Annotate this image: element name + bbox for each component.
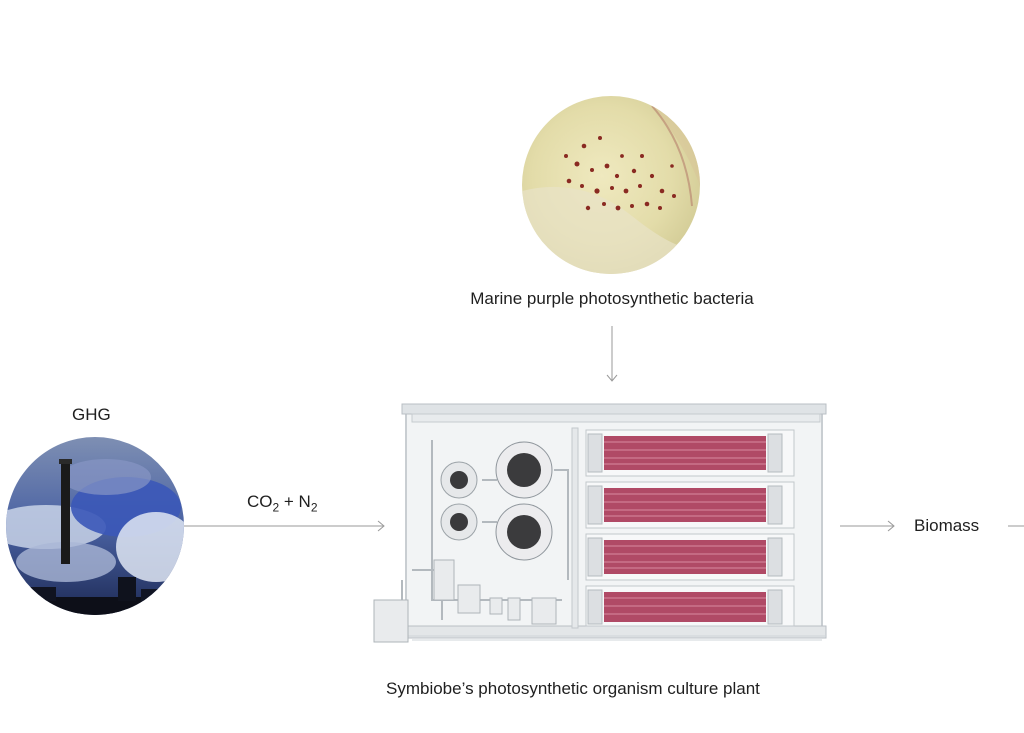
co2-subscript: 2 [272,500,280,515]
smokestack-icon [6,437,184,615]
plant-caption: Symbiobe’s photosynthetic organism cultu… [386,679,760,698]
right-arrow-icon [184,520,385,532]
plus-n-text: + N [279,492,311,511]
bacteria-label: Marine purple photosynthetic bacteria [470,289,754,308]
output-arrow-icon [840,520,895,532]
n2-subscript: 2 [310,500,318,515]
tube-racks [585,429,795,627]
bacteria-photo [522,96,700,274]
petri-dish-icon [522,96,700,274]
culture-plant-icon [373,403,827,643]
biomass-label: Biomass [914,516,980,535]
culture-plant-illustration [372,400,828,658]
co2-text: CO [247,492,273,511]
ghg-photo [6,437,184,615]
continuation-line [1008,525,1024,527]
down-arrow-icon [606,326,618,382]
gas-flow-label: CO2 + N2 [247,492,318,514]
ghg-label: GHG [72,405,111,424]
